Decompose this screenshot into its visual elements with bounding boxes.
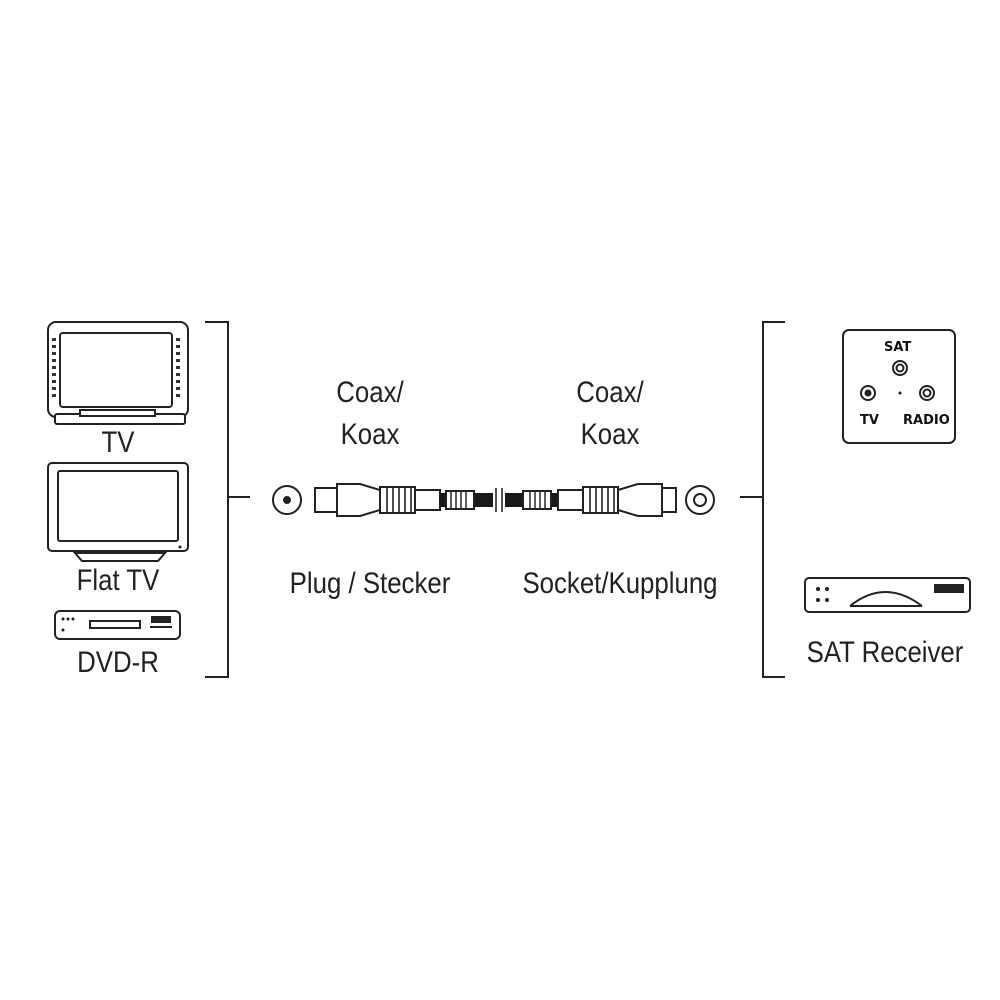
- right-jack-icon: [685, 485, 715, 515]
- socket-koax-label: Koax: [580, 418, 640, 451]
- dvdr-label: DVD-R: [77, 646, 159, 679]
- flat-tv-label: Flat TV: [76, 564, 160, 597]
- tv-icon: [47, 321, 189, 425]
- plug-coax-label: Coax/: [336, 376, 404, 409]
- wall-outlet-icon: [842, 329, 956, 444]
- outlet-radio-label: RADIO: [903, 413, 950, 428]
- sat-receiver-label: SAT Receiver: [806, 636, 964, 669]
- flat-tv-icon: [47, 462, 189, 562]
- outlet-sat-label: SAT: [884, 340, 912, 355]
- socket-kupplung-label: Socket/Kupplung: [522, 567, 718, 600]
- plug-stecker-label: Plug / Stecker: [289, 567, 451, 600]
- tv-label: TV: [101, 426, 135, 459]
- socket-coax-label: Coax/: [576, 376, 644, 409]
- dvdr-icon: [54, 610, 181, 640]
- left-bracket: [205, 321, 229, 678]
- outlet-tv-label: TV: [860, 413, 879, 428]
- plug-connector-icon: [314, 483, 441, 517]
- sat-receiver-icon: [804, 577, 971, 613]
- right-bracket: [762, 321, 785, 678]
- cable: [439, 488, 559, 512]
- plug-koax-label: Koax: [340, 418, 400, 451]
- left-jack-icon: [272, 485, 302, 515]
- socket-connector-icon: [557, 483, 677, 517]
